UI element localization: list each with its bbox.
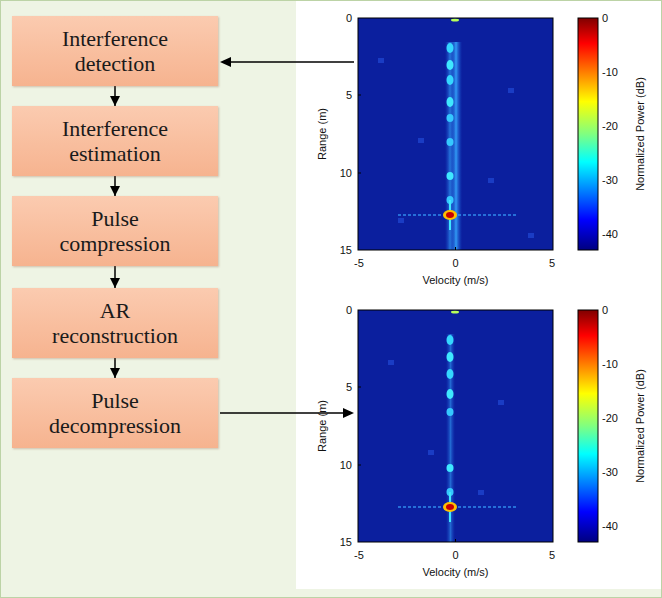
box-text: Pulse decompression: [36, 388, 194, 439]
tick-label: 0: [346, 304, 352, 316]
flow-arrow: [114, 176, 116, 196]
tick-label: 5: [346, 89, 352, 101]
colorbar-tick: -10: [602, 358, 618, 370]
bottom-heatmap: [358, 310, 553, 542]
colorbar-tick: -40: [602, 228, 618, 240]
process-box: Interference estimation: [12, 106, 218, 176]
process-box: Interference detection: [12, 16, 218, 86]
axis-title: Velocity (m/s): [422, 274, 488, 286]
colorbar-tick: -10: [602, 66, 618, 78]
flow-arrow: [114, 86, 116, 106]
box-text: AR reconstruction: [36, 298, 194, 349]
tick-label: 10: [340, 167, 352, 179]
tick-label: -5: [354, 257, 364, 269]
plot-panel: [296, 1, 661, 589]
top-heatmap: [358, 18, 553, 250]
tick-label: 0: [346, 12, 352, 24]
tick-label: 0: [452, 257, 458, 269]
flow-arrow: [114, 358, 116, 378]
colorbar-tick: -40: [602, 520, 618, 532]
colorbar-title: Normalized Power (dB): [634, 369, 646, 483]
tick-label: 5: [549, 549, 555, 561]
box-text: Pulse compression: [36, 206, 194, 257]
colorbar-title: Normalized Power (dB): [634, 77, 646, 191]
colorbar-tick: -30: [602, 174, 618, 186]
process-box: Pulse compression: [12, 196, 218, 266]
axis-title: Range (m): [316, 400, 328, 452]
colorbar-tick: -20: [602, 120, 618, 132]
axis-title: Velocity (m/s): [422, 566, 488, 578]
leader-arrow: [220, 408, 354, 418]
tick-label: 5: [549, 257, 555, 269]
axis-title: Range (m): [316, 108, 328, 160]
colorbar-tick: 0: [602, 304, 608, 316]
tick-label: -5: [354, 549, 364, 561]
process-box: Pulse decompression: [12, 378, 218, 448]
leader-arrow: [220, 57, 354, 67]
box-text: Interference estimation: [36, 116, 194, 167]
box-text: Interference detection: [36, 26, 194, 77]
colorbar-tick: 0: [602, 12, 608, 24]
colorbar: [578, 18, 598, 250]
colorbar: [578, 310, 598, 542]
tick-label: 15: [340, 536, 352, 548]
tick-label: 0: [452, 549, 458, 561]
colorbar-tick: -20: [602, 412, 618, 424]
flow-arrow: [114, 266, 116, 288]
tick-label: 5: [346, 381, 352, 393]
process-box: AR reconstruction: [12, 288, 218, 358]
colorbar-tick: -30: [602, 466, 618, 478]
tick-label: 15: [340, 244, 352, 256]
tick-label: 10: [340, 459, 352, 471]
